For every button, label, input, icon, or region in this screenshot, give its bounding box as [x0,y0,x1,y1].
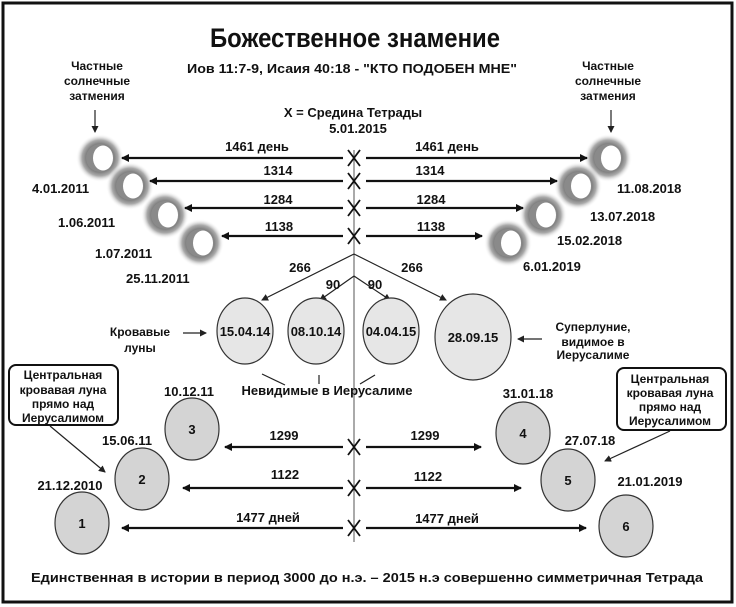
subtitle: Иов 11:7-9, Исаия 40:18 - "КТО ПОДОБЕН М… [187,61,517,76]
svg-text:Центральная: Центральная [631,372,710,386]
svg-text:5: 5 [564,473,571,488]
svg-text:2: 2 [138,472,145,487]
svg-text:кровавая луна: кровавая луна [627,386,714,400]
svg-text:6.01.2019: 6.01.2019 [523,259,581,274]
svg-text:1.07.2011: 1.07.2011 [95,246,152,261]
svg-text:Невидимые в Иерусалиме: Невидимые в Иерусалиме [242,383,413,398]
solar-eclipse-label-right: Частные солнечные затмения [575,59,641,103]
svg-text:31.01.18: 31.01.18 [503,386,554,401]
svg-text:1477 дней: 1477 дней [236,510,300,525]
svg-text:1461 день: 1461 день [225,139,289,154]
svg-text:Иерусалимом: Иерусалимом [22,411,104,425]
svg-text:затмения: затмения [580,89,636,103]
svg-text:15.02.2018: 15.02.2018 [557,233,622,248]
tetrad-moon-5: 5 27.07.18 [540,433,616,512]
svg-text:266: 266 [401,260,423,275]
svg-text:1284: 1284 [264,192,294,207]
solar-row: 1284 1284 1.07.2011 15.02.2018 [95,192,622,261]
tetrad-moon-6: 6 21.01.2019 [598,474,683,558]
svg-text:6: 6 [622,519,629,534]
solar-row: 1461 день 1461 день 4.01.2011 11.08.2018 [32,139,681,196]
svg-text:4: 4 [519,426,527,441]
blood-moons-label: Кровавые луны [110,325,207,355]
svg-text:1314: 1314 [416,163,446,178]
svg-text:прямо над: прямо над [639,400,702,414]
supermoon: 28.09.15 [434,293,512,381]
svg-text:затмения: затмения [69,89,125,103]
svg-text:1284: 1284 [417,192,447,207]
svg-text:15.06.11: 15.06.11 [102,433,152,448]
svg-text:15.04.14: 15.04.14 [220,324,271,339]
eclipse-icon [176,219,224,267]
svg-text:90: 90 [368,277,382,292]
svg-text:луны: луны [124,341,156,355]
center-date: 5.01.2015 [329,121,387,136]
tetrad-moon-3: 3 10.12.11 [164,384,220,461]
svg-text:4.01.2011: 4.01.2011 [32,181,89,196]
svg-text:Частные: Частные [582,59,634,73]
svg-text:1.06.2011: 1.06.2011 [58,215,115,230]
svg-text:04.04.15: 04.04.15 [366,324,417,339]
svg-text:13.07.2018: 13.07.2018 [590,209,655,224]
tetrad-moon-4: 4 31.01.18 [495,386,554,465]
svg-text:28.09.15: 28.09.15 [448,330,499,345]
svg-text:прямо над: прямо над [32,397,95,411]
tetrad-row: 1477 дней 1477 дней [121,510,587,532]
tetrad-row: 1299 1299 [224,428,482,451]
svg-text:08.10.14: 08.10.14 [291,324,342,339]
solar-row: 1314 1314 1.06.2011 13.07.2018 [58,163,655,230]
svg-text:Иерусалимом: Иерусалимом [629,414,711,428]
svg-text:21.12.2010: 21.12.2010 [37,478,102,493]
blood-moon: 15.04.14 [216,297,274,365]
svg-text:Кровавые: Кровавые [110,325,171,339]
tetrad-moon-1: 1 21.12.2010 [37,478,110,555]
svg-text:10.12.11: 10.12.11 [164,384,214,399]
svg-text:Центральная: Центральная [24,368,103,382]
svg-text:266: 266 [289,260,311,275]
svg-text:1299: 1299 [270,428,299,443]
footer-caption: Единственная в истории в период 3000 до … [31,570,704,585]
tetrad-row: 1122 1122 [182,467,522,492]
tetrad-moon-2: 2 15.06.11 [102,433,170,511]
page-title: Божественное знамение [210,23,500,53]
supermoon-label: Суперлуние, видимое в Иерусалиме [517,320,631,362]
svg-text:1314: 1314 [264,163,294,178]
svg-text:27.07.18: 27.07.18 [565,433,616,448]
callout-right: Центральная кровавая луна прямо над Иеру… [604,367,727,462]
center-label: X = Средина Тетрады [284,105,422,120]
midpoint-cross-icons [347,149,361,537]
svg-text:Частные: Частные [71,59,123,73]
svg-text:1122: 1122 [414,469,442,484]
svg-text:1299: 1299 [411,428,440,443]
svg-text:25.11.2011: 25.11.2011 [126,271,190,286]
svg-text:1: 1 [78,516,85,531]
svg-text:1477 дней: 1477 дней [415,511,479,526]
branch-arrows: 266 266 90 90 [261,253,447,301]
svg-text:1138: 1138 [417,219,445,234]
svg-text:Иерусалиме: Иерусалиме [557,348,630,362]
svg-text:солнечные: солнечные [64,74,130,88]
svg-text:кровавая луна: кровавая луна [20,383,107,397]
callout-left: Центральная кровавая луна прямо над Иеру… [8,364,119,473]
svg-text:21.01.2019: 21.01.2019 [617,474,682,489]
solar-eclipse-label-left: Частные солнечные затмения [64,59,130,103]
svg-text:солнечные: солнечные [575,74,641,88]
svg-text:видимое в: видимое в [561,335,624,349]
svg-text:1138: 1138 [265,219,293,234]
solar-row: 1138 1138 25.11.2011 6.01.2019 [126,219,581,286]
svg-text:1122: 1122 [271,467,299,482]
svg-text:1461 день: 1461 день [415,139,479,154]
svg-text:90: 90 [326,277,340,292]
svg-text:3: 3 [188,422,195,437]
svg-text:Суперлуние,: Суперлуние, [555,320,630,334]
blood-moon: 04.04.15 [362,297,420,365]
svg-text:11.08.2018: 11.08.2018 [617,181,681,196]
invisible-label: Невидимые в Иерусалиме [242,373,413,398]
blood-moon: 08.10.14 [287,297,345,365]
